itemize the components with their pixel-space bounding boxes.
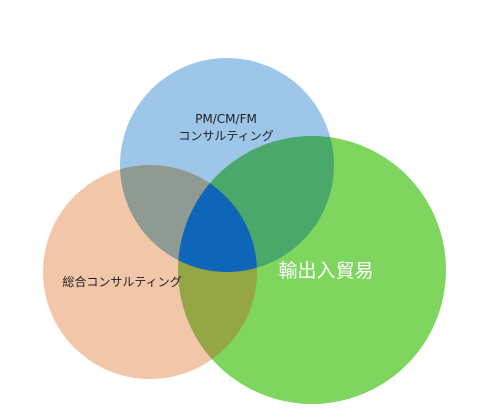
pm-label-line-1: PM/CM/FM [195,112,257,126]
consulting-label: 総合コンサルティング [62,274,181,289]
trade-label: 輸出入貿易 [278,260,373,282]
pm-label-line-2: コンサルティング [178,129,273,143]
